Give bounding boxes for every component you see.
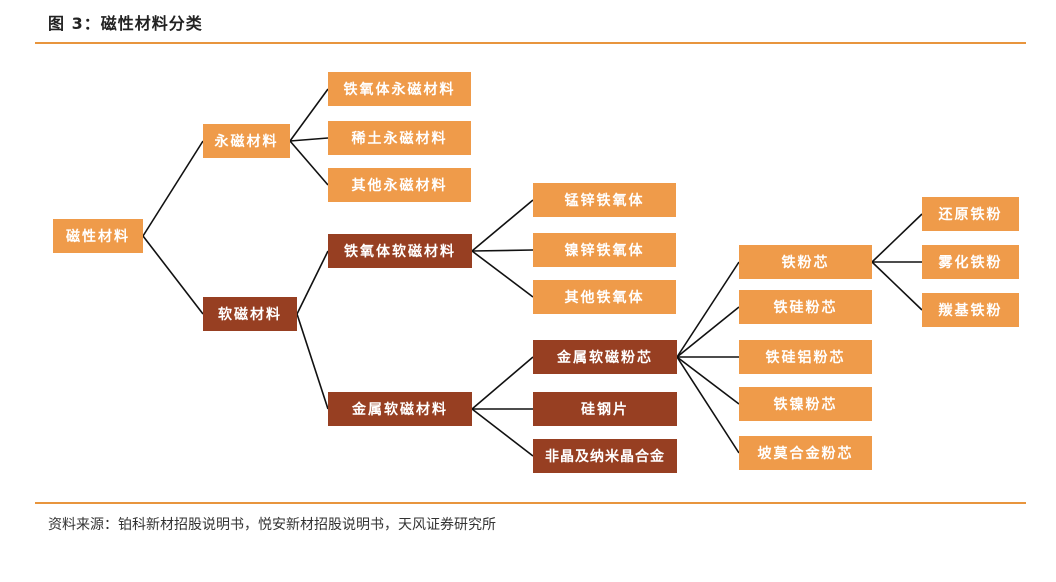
node-mnzn-ferrite: 锰锌铁氧体 xyxy=(533,183,676,217)
node-other-permanent: 其他永磁材料 xyxy=(328,168,471,202)
node-soft-magnetic: 软磁材料 xyxy=(203,297,297,331)
node-magnetic-materials: 磁性材料 xyxy=(53,219,143,253)
node-feni-powder-core: 铁镍粉芯 xyxy=(739,387,872,421)
node-metal-soft: 金属软磁材料 xyxy=(328,392,472,426)
node-ferrite-soft: 铁氧体软磁材料 xyxy=(328,234,472,268)
node-permanent-magnetic: 永磁材料 xyxy=(203,124,290,158)
node-iron-powder-core: 铁粉芯 xyxy=(739,245,872,279)
node-fesial-powder-core: 铁硅铝粉芯 xyxy=(739,340,872,374)
node-rare-earth-permanent: 稀土永磁材料 xyxy=(328,121,471,155)
figure-title: 图 3：磁性材料分类 xyxy=(48,14,203,33)
node-ferrite-permanent: 铁氧体永磁材料 xyxy=(328,72,471,106)
node-other-ferrite: 其他铁氧体 xyxy=(533,280,676,314)
node-permalloy-powder-core: 坡莫合金粉芯 xyxy=(739,436,872,470)
node-amorphous-nanocrystalline: 非晶及纳米晶合金 xyxy=(533,439,677,473)
node-atomized-iron-powder: 雾化铁粉 xyxy=(922,245,1019,279)
node-reduced-iron-powder: 还原铁粉 xyxy=(922,197,1019,231)
node-fesi-powder-core: 铁硅粉芯 xyxy=(739,290,872,324)
node-silicon-steel: 硅钢片 xyxy=(533,392,677,426)
node-carbonyl-iron-powder: 羰基铁粉 xyxy=(922,293,1019,327)
top-divider xyxy=(35,42,1026,44)
source-note: 资料来源：铂科新材招股说明书，悦安新材招股说明书，天风证券研究所 xyxy=(48,517,496,533)
node-metal-powder-core: 金属软磁粉芯 xyxy=(533,340,677,374)
node-nizn-ferrite: 镍锌铁氧体 xyxy=(533,233,676,267)
bottom-divider xyxy=(35,502,1026,504)
